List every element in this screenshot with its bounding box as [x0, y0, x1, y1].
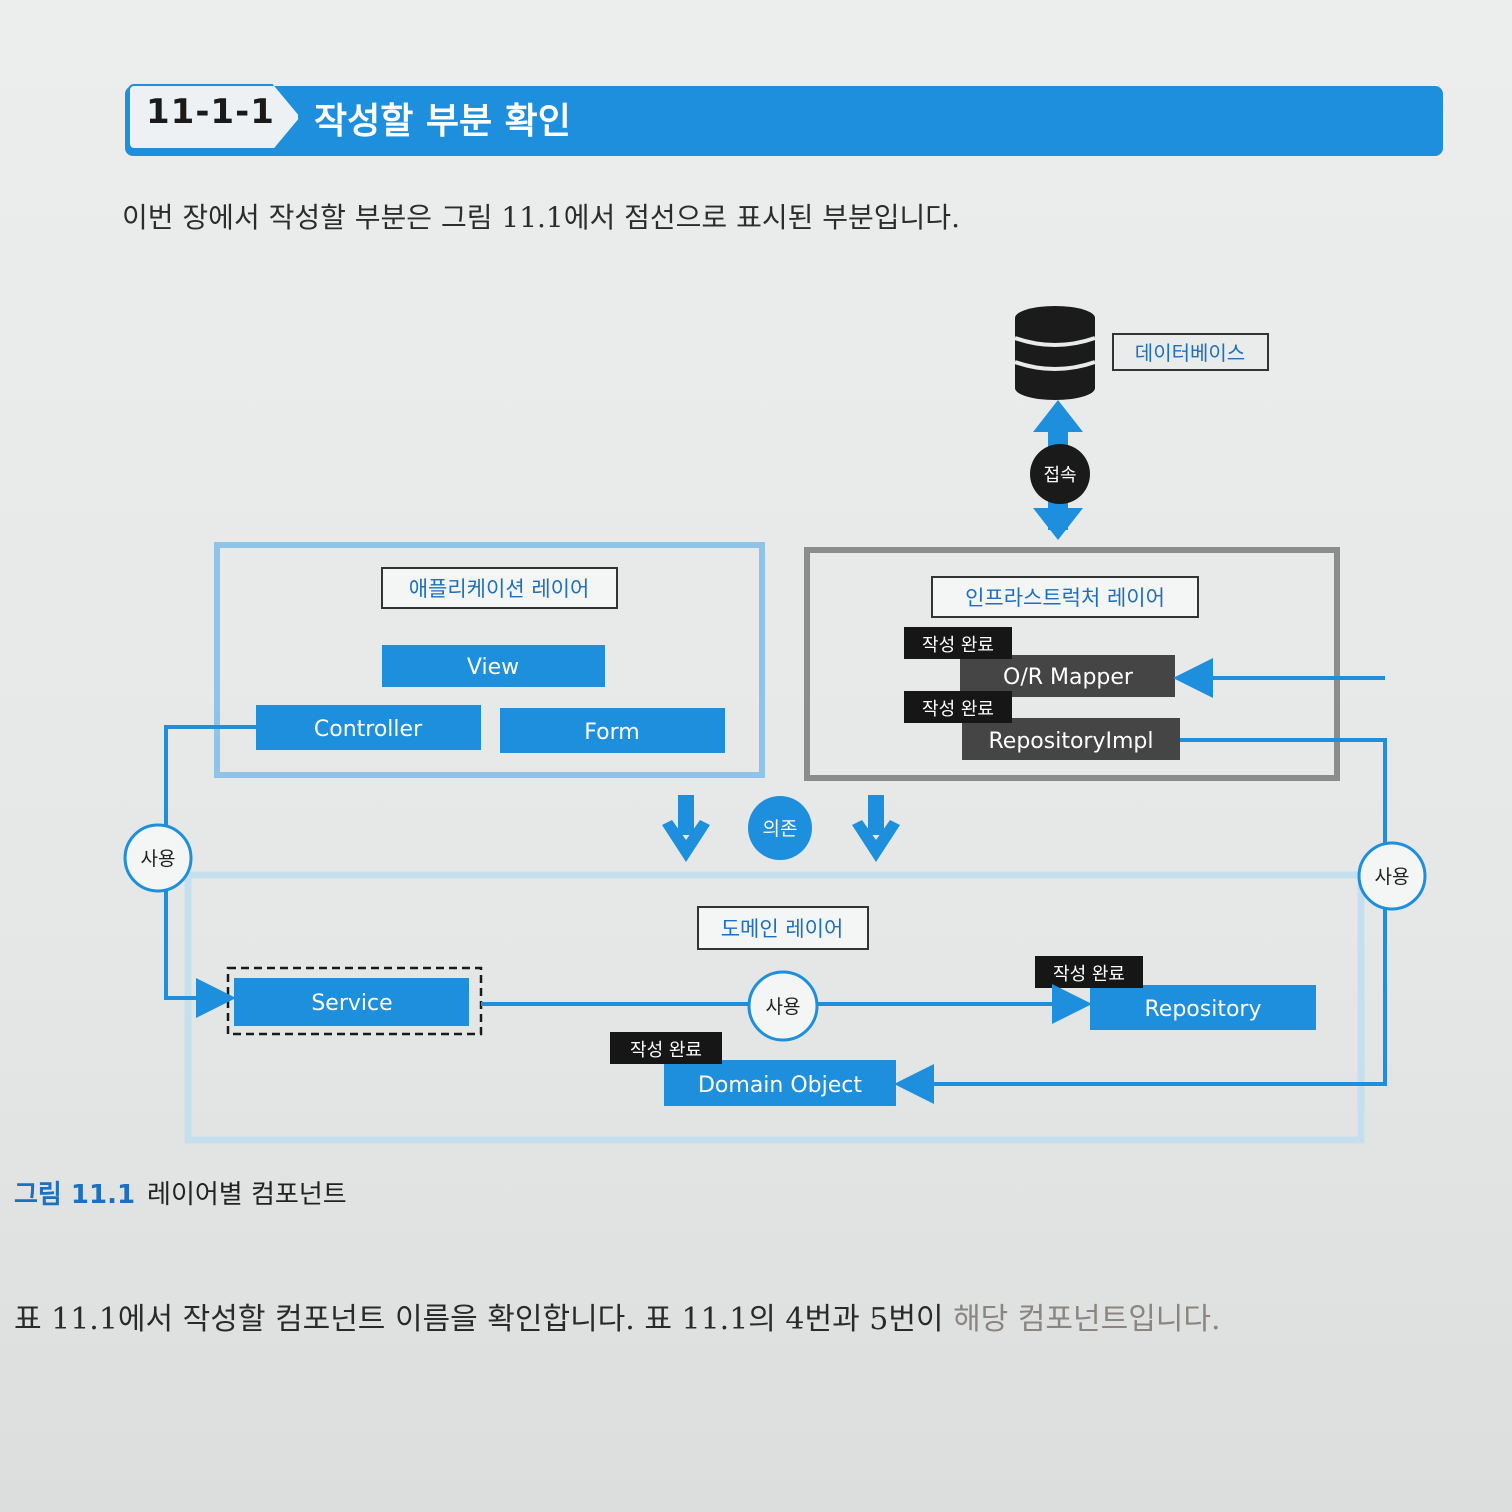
- or-mapper-label: O/R Mapper: [1003, 665, 1134, 690]
- outro-faded: 해당 컴포넌트입니다.: [943, 1302, 1221, 1337]
- controller-box: [256, 705, 481, 750]
- done-badge-repository: [1035, 956, 1143, 988]
- done-badge-or-mapper: [904, 627, 1012, 659]
- done-badge-domain-object-label: 작성 완료: [630, 1040, 702, 1061]
- application-layer: [214, 542, 765, 778]
- section-header-band: [125, 86, 1443, 156]
- connect-label: 접속: [1043, 465, 1076, 486]
- form-box: [500, 708, 725, 753]
- section-title: 작성할 부분 확인: [314, 101, 571, 142]
- use-badge-infrastructure: [1357, 841, 1427, 911]
- domain-object-box: [664, 1060, 896, 1106]
- figure-caption-number: 그림 11.1: [14, 1180, 136, 1210]
- figure-caption: 그림 11.1 레이어별 컴포넌트: [14, 1174, 347, 1211]
- or-mapper-box: [960, 655, 1175, 697]
- section-number-box: [128, 84, 300, 150]
- application-layer-label: 애플리케이션 레이어: [409, 577, 590, 601]
- service-label: Service: [311, 991, 392, 1016]
- connect-badge: [1030, 444, 1090, 504]
- done-badge-domain-object: [610, 1032, 722, 1064]
- dependency-arrow-right: [852, 795, 900, 862]
- done-badge-repository-impl: [904, 691, 1012, 723]
- depend-label: 의존: [763, 818, 798, 840]
- infrastructure-layer-label-box: [931, 576, 1199, 618]
- domain-layer: [184, 871, 1365, 1144]
- infrastructure-layer: [804, 547, 1340, 781]
- intro-text: 이번 장에서 작성할 부분은 그림 11.1에서 점선으로 표시된 부분입니다.: [122, 201, 960, 234]
- application-layer-label-box: [381, 567, 618, 609]
- view-box: [382, 645, 605, 687]
- figure-caption-text: 레이어별 컴포넌트: [147, 1180, 347, 1210]
- done-badge-repository-label: 작성 완료: [1053, 964, 1125, 985]
- controller-label: Controller: [314, 717, 423, 742]
- view-label: View: [467, 655, 519, 680]
- infrastructure-layer-label: 인프라스트럭처 레이어: [965, 586, 1165, 610]
- repository-impl-label: RepositoryImpl: [989, 729, 1154, 754]
- service-box: [234, 978, 469, 1026]
- repository-impl-box: [962, 718, 1180, 760]
- depend-badge: [748, 796, 812, 860]
- form-label: Form: [584, 720, 639, 745]
- outro-main: 표 11.1에서 작성할 컴포넌트 이름을 확인합니다. 표 11.1의 4번과…: [14, 1302, 944, 1337]
- dependency-arrow-left: [662, 795, 710, 862]
- database-label-box: [1112, 333, 1269, 371]
- domain-object-label: Domain Object: [698, 1073, 862, 1098]
- use-badge-controller: [123, 823, 193, 893]
- section-number: 11-1-1: [146, 92, 275, 132]
- domain-layer-label: 도메인 레이어: [721, 917, 844, 941]
- use-badge-service: [747, 970, 819, 1042]
- repository-label: Repository: [1145, 997, 1262, 1022]
- use-badge-infrastructure-label: 사용: [1375, 866, 1410, 888]
- done-badge-or-mapper-label: 작성 완료: [922, 635, 994, 656]
- repository-impl-to-domain-object-line: [894, 738, 1387, 1104]
- use-badge-service-label: 사용: [766, 996, 801, 1018]
- database-label: 데이터베이스: [1135, 341, 1245, 365]
- done-badge-repository-impl-label: 작성 완료: [922, 699, 994, 720]
- domain-layer-label-box: [697, 906, 869, 950]
- use-badge-controller-label: 사용: [141, 848, 176, 870]
- repository-box: [1090, 985, 1316, 1030]
- database-icon: [1014, 306, 1096, 400]
- outro-text: 표 11.1에서 작성할 컴포넌트 이름을 확인합니다. 표 11.1의 4번과…: [14, 1294, 1221, 1338]
